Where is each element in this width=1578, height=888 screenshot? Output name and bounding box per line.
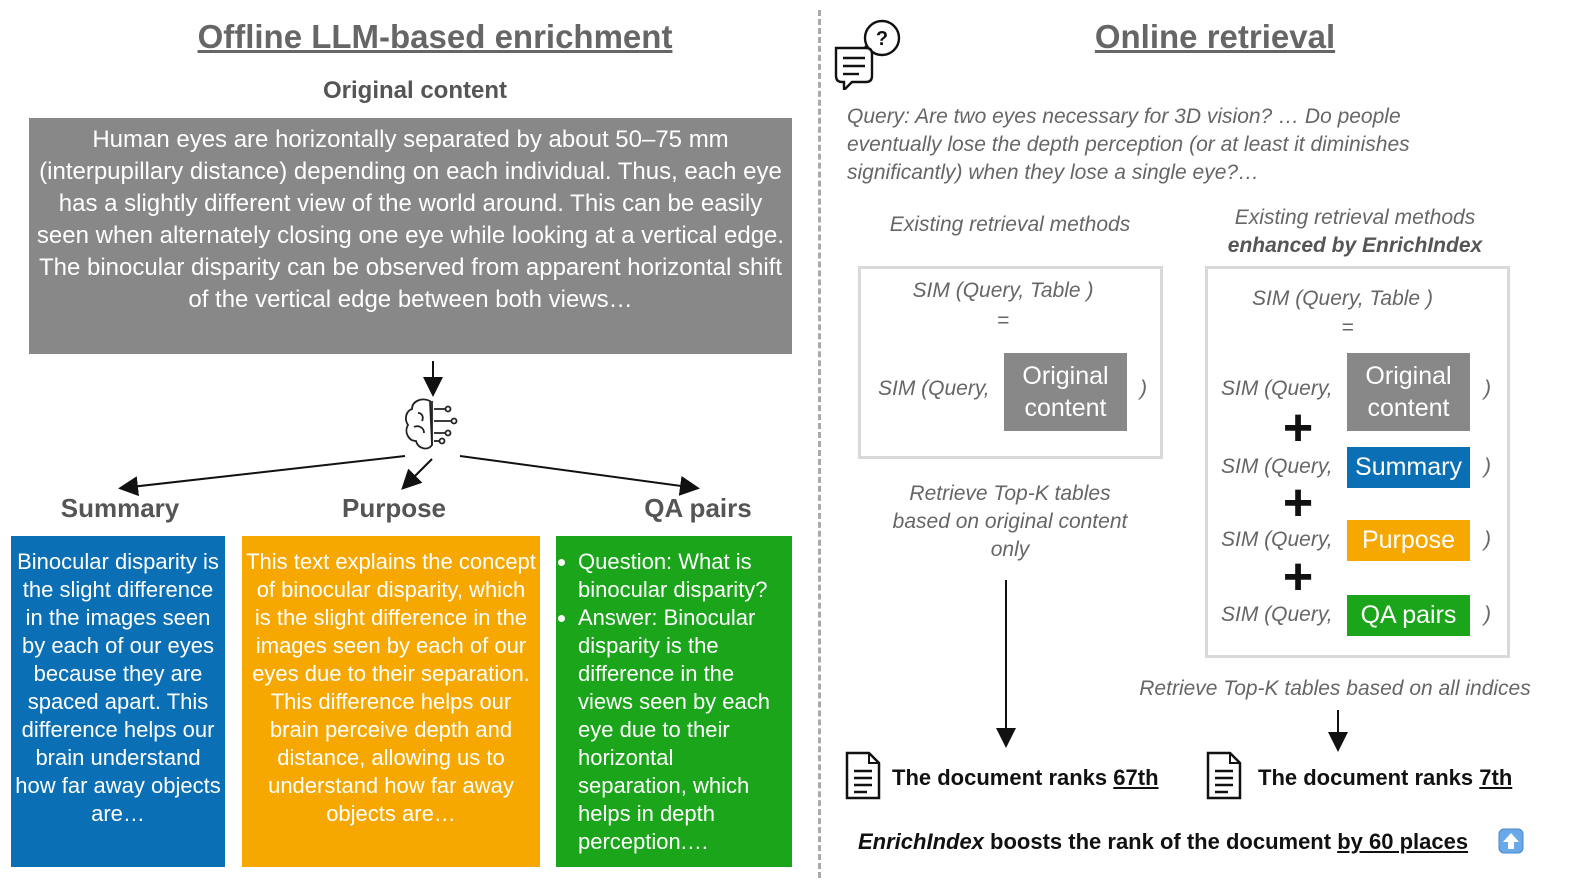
qa-heading: QA pairs — [644, 493, 752, 523]
enhanced-original-text: Original content — [1365, 362, 1452, 422]
enhanced-original-tag: Original content — [1347, 353, 1470, 431]
summary-tag-text: Summary — [1355, 453, 1462, 481]
boost-middle: boosts the rank of the document — [990, 829, 1332, 854]
purpose-box: This text explains the concept of binocu… — [242, 536, 540, 867]
close-paren-purpose: ) — [1484, 528, 1491, 551]
summary-heading: Summary — [60, 493, 180, 523]
rank-enhanced-prefix: The document ranks — [1258, 765, 1474, 790]
arrow-to-summary — [118, 455, 406, 497]
close-paren-summary: ) — [1484, 455, 1491, 478]
enhanced-methods-line2: enhanced by EnrichIndex — [1227, 234, 1483, 257]
existing-methods-frame — [858, 266, 1163, 459]
plus-icon-3: + — [1282, 548, 1314, 606]
sim-query-original: SIM (Query, — [1221, 377, 1333, 400]
qa-box: Question: What is binocular disparity? A… — [556, 536, 792, 867]
qa-tag-text: QA pairs — [1360, 601, 1457, 629]
arrow-to-qa — [459, 455, 700, 496]
existing-equals: = — [996, 309, 1010, 332]
close-paren-original: ) — [1484, 377, 1491, 400]
existing-sim-query: SIM (Query, — [878, 377, 990, 400]
plus-icon-2: + — [1282, 474, 1314, 532]
purpose-heading: Purpose — [341, 493, 447, 523]
purpose-tag-text: Purpose — [1361, 526, 1456, 554]
enrichment-arrows — [118, 361, 700, 497]
rank-enhanced-value: 7th — [1479, 765, 1513, 790]
brain-circuit-icon — [405, 398, 458, 450]
close-paren-qa: ) — [1484, 603, 1491, 626]
enhanced-equals: = — [1341, 316, 1354, 339]
document-icon — [845, 751, 881, 800]
boost-places: by 60 places — [1337, 829, 1469, 854]
sim-query-summary: SIM (Query, — [1221, 455, 1333, 478]
original-content-label: Original content — [322, 77, 507, 104]
document-icon — [1206, 751, 1242, 800]
rank-existing: The document ranks 67th — [892, 765, 1159, 791]
enhanced-methods-line1: Existing retrieval methods — [1234, 206, 1476, 229]
existing-original-tag: Original content — [1004, 353, 1127, 431]
query-text: Query: Are two eyes necessary for 3D vis… — [847, 105, 1410, 184]
retrieve-original-text: Retrieve Top-K tables based on original … — [892, 482, 1128, 561]
enhanced-methods-frame — [1205, 266, 1510, 658]
offline-title: Offline LLM-based enrichment — [197, 18, 673, 55]
sim-query-qa: SIM (Query, — [1221, 603, 1333, 626]
result-arrows — [996, 580, 1348, 752]
rank-existing-value: 67th — [1113, 765, 1159, 790]
purpose-tag: Purpose — [1347, 520, 1470, 561]
summary-box: Binocular disparity is the slight differ… — [11, 536, 225, 867]
boost-statement: EnrichIndex boosts the rank of the docum… — [858, 829, 1468, 855]
arrow-to-purpose — [401, 458, 433, 490]
existing-sim-table: SIM (Query, Table ) — [912, 279, 1094, 302]
purpose-text: This text explains the concept of binocu… — [246, 549, 536, 826]
enhanced-sim-table: SIM (Query, Table ) — [1252, 287, 1433, 310]
sim-query-purpose: SIM (Query, — [1221, 528, 1333, 551]
retrieve-all-text: Retrieve Top-K tables based on all indic… — [1139, 677, 1531, 700]
existing-methods-label: Existing retrieval methods — [889, 213, 1131, 236]
original-content-text: Human eyes are horizontally separated by… — [36, 126, 785, 313]
svg-text:?: ? — [876, 28, 888, 50]
panel-divider — [818, 10, 821, 878]
summary-tag: Summary — [1347, 447, 1470, 488]
plus-icon-1: + — [1282, 399, 1314, 457]
summary-text: Binocular disparity is the slight differ… — [15, 549, 221, 826]
qa-tag: QA pairs — [1347, 595, 1470, 636]
question-chat-icon: ? — [834, 19, 901, 90]
existing-original-text: Original content — [1022, 362, 1109, 422]
online-title: Online retrieval — [1094, 18, 1336, 55]
qa-question: Question: What is binocular disparity? — [578, 548, 788, 604]
qa-list: Question: What is binocular disparity? A… — [558, 548, 788, 856]
existing-close-paren: ) — [1140, 377, 1147, 400]
enhanced-methods-label: Existing retrieval methods enhanced by E… — [1180, 204, 1530, 260]
rank-existing-prefix: The document ranks — [892, 765, 1108, 790]
original-content-box: Human eyes are horizontally separated by… — [29, 118, 792, 354]
up-arrow-icon — [1498, 828, 1524, 854]
qa-answer: Answer: Binocular disparity is the diffe… — [578, 604, 788, 856]
boost-name: EnrichIndex — [858, 829, 984, 854]
rank-enhanced: The document ranks 7th — [1258, 765, 1512, 791]
